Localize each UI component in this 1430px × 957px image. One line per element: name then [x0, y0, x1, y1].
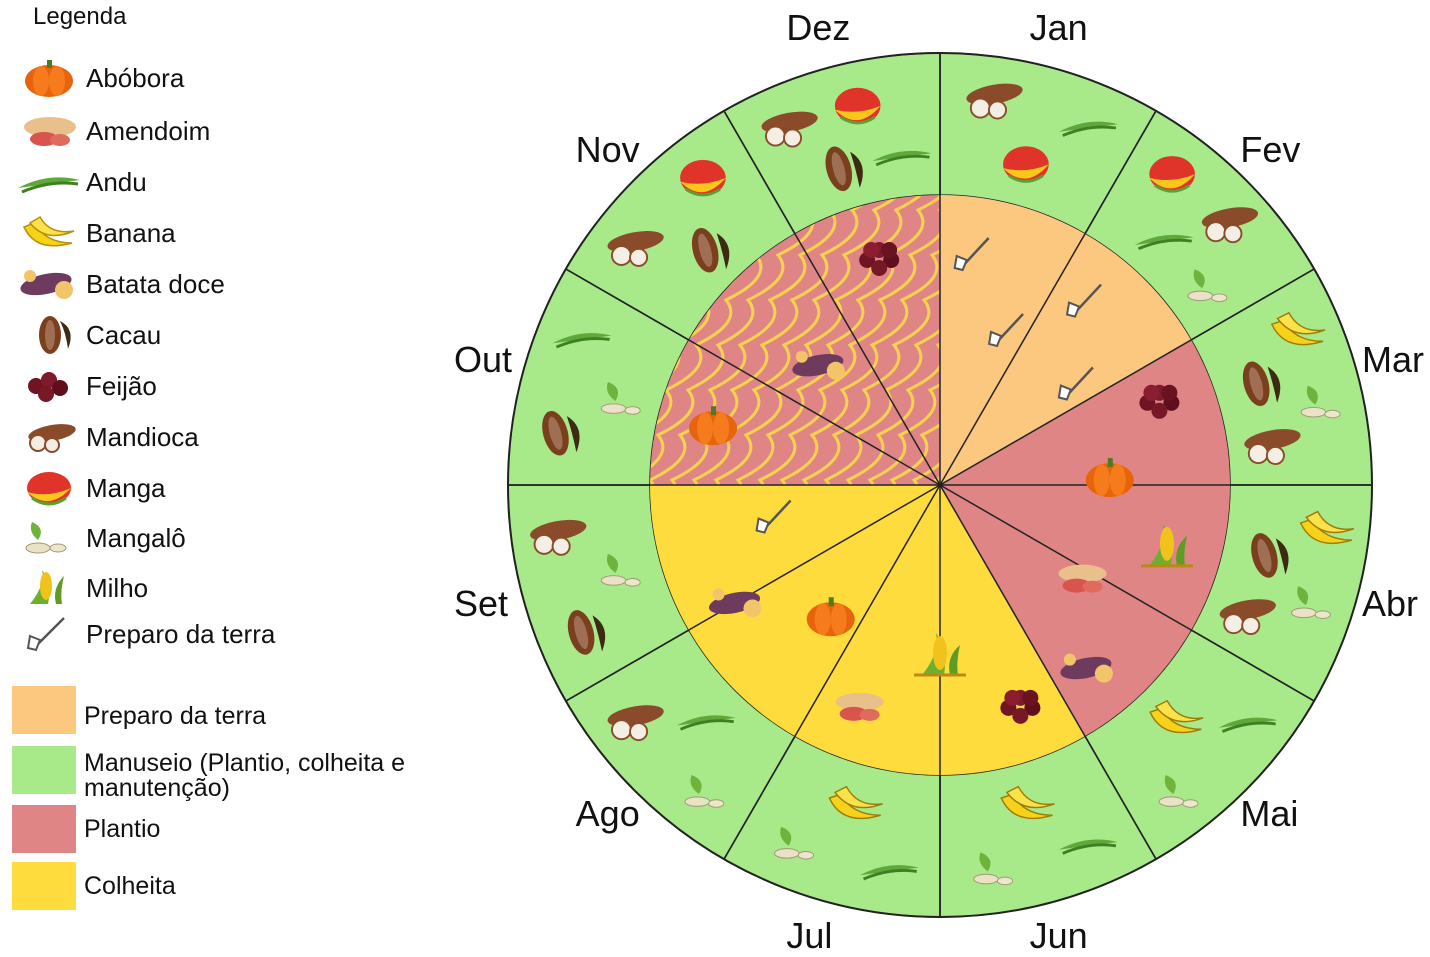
month-label-dez: Dez — [786, 7, 850, 49]
corn-icon — [16, 568, 82, 608]
legend-activity-label-colheita: Colheita — [84, 874, 176, 899]
swatch-plantio — [12, 805, 76, 853]
cacao-icon — [16, 315, 82, 355]
legend-label-cacao: Cacau — [86, 320, 161, 351]
month-label-out: Out — [454, 339, 512, 381]
legend-label-corn: Milho — [86, 573, 148, 604]
cassava-icon — [16, 417, 82, 457]
mango-icon — [680, 160, 726, 196]
mango-icon — [1149, 156, 1195, 192]
legend-item-bean: Feijão — [14, 366, 454, 406]
legend-item-cassava: Mandioca — [14, 417, 454, 457]
banana-icon — [16, 213, 82, 253]
month-label-mai: Mai — [1240, 793, 1298, 835]
legend-label-bean: Feijão — [86, 371, 157, 402]
legend: Legenda Abóbora Amendoim Andu Banana — [0, 0, 470, 953]
legend-item-pigeon-pea: Andu — [14, 162, 454, 202]
legend-item-hoe: Preparo da terra — [14, 614, 454, 654]
mango-icon — [835, 88, 881, 124]
month-label-ago: Ago — [576, 793, 640, 835]
peanut-icon — [836, 693, 884, 721]
month-label-jul: Jul — [786, 915, 832, 957]
legend-item-mango: Manga — [14, 468, 454, 508]
legend-activity-label-manuseio: Manuseio (Plantio, colheita e manutenção… — [84, 751, 444, 801]
legend-label-banana: Banana — [86, 218, 176, 249]
legend-label-hoe: Preparo da terra — [86, 619, 275, 650]
pigeon-pea-icon — [16, 162, 82, 202]
legend-item-cacao: Cacau — [14, 315, 454, 355]
legend-label-peanut: Amendoim — [86, 116, 210, 147]
mango-icon — [1003, 146, 1049, 182]
peanut-icon — [16, 111, 82, 151]
legend-label-pumpkin: Abóbora — [86, 63, 184, 94]
peanut-icon — [1059, 565, 1107, 593]
month-label-nov: Nov — [576, 129, 640, 171]
legend-label-pigeon-pea: Andu — [86, 167, 147, 198]
pumpkin-icon — [16, 58, 82, 98]
legend-activity-label-preparo: Preparo da terra — [84, 704, 266, 729]
legend-item-peanut: Amendoim — [14, 111, 454, 151]
legend-label-sweet-potato: Batata doce — [86, 269, 225, 300]
bean-icon — [16, 366, 82, 406]
legend-activity-label-plantio: Plantio — [84, 817, 160, 842]
legend-label-mango: Manga — [86, 473, 166, 504]
legend-item-banana: Banana — [14, 213, 454, 253]
legend-label-lablab: Mangalô — [86, 523, 186, 554]
legend-item-pumpkin: Abóbora — [14, 58, 454, 98]
hoe-icon — [16, 614, 82, 654]
lablab-icon — [16, 518, 82, 558]
swatch-preparo — [12, 686, 76, 734]
legend-label-cassava: Mandioca — [86, 422, 199, 453]
sweet-potato-icon — [16, 264, 82, 304]
swatch-manuseio — [12, 746, 76, 794]
month-label-mar: Mar — [1362, 339, 1424, 381]
legend-title: Legenda — [33, 3, 126, 31]
legend-item-sweet-potato: Batata doce — [14, 264, 454, 304]
legend-item-lablab: Mangalô — [14, 518, 454, 558]
legend-item-corn: Milho — [14, 568, 454, 608]
month-label-jun: Jun — [1030, 915, 1088, 957]
swatch-colheita — [12, 862, 76, 910]
month-label-set: Set — [454, 583, 508, 625]
mango-icon — [16, 468, 82, 508]
month-label-abr: Abr — [1362, 583, 1418, 625]
month-label-fev: Fev — [1240, 129, 1300, 171]
month-label-jan: Jan — [1030, 7, 1088, 49]
